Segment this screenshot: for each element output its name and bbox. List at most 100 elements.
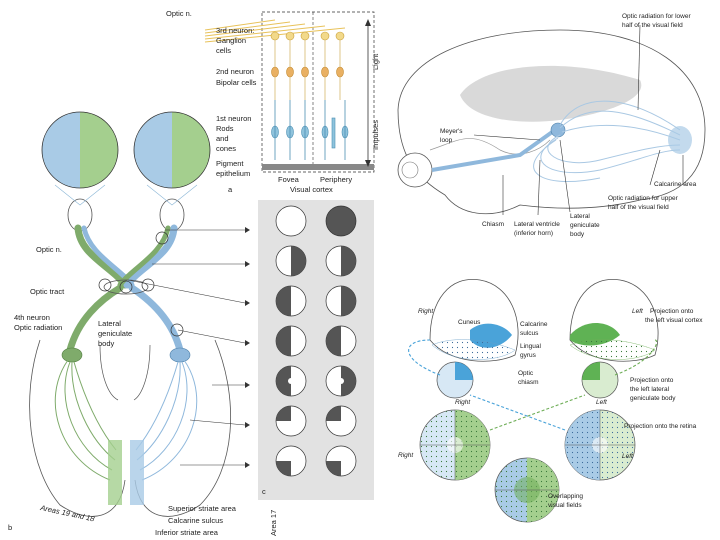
proj-lgb-label-2: the left lateral xyxy=(630,386,670,393)
right-optic-radiation xyxy=(135,359,198,481)
brain-outline xyxy=(397,29,706,215)
lateral-optic-nerve xyxy=(431,128,557,172)
overlap-label-2: visual fields xyxy=(548,502,582,509)
proj-lgb-label-1: Projection onto xyxy=(630,377,674,384)
right-area17 xyxy=(130,440,144,505)
proj-lgb-label-3: geniculate body xyxy=(630,395,676,402)
right-lgb xyxy=(169,347,191,363)
fields-left-label: Left xyxy=(632,308,644,315)
left-area17 xyxy=(108,440,122,505)
field-defect-circle xyxy=(325,205,357,237)
optic-nerves xyxy=(66,224,184,354)
and-label: and xyxy=(216,134,229,143)
epithelium-label: epithelium xyxy=(216,169,250,178)
optic-tract-label: Optic tract xyxy=(30,287,65,296)
lateral-radiations xyxy=(533,100,681,182)
panel-c-background xyxy=(258,200,374,500)
field-defect-shading xyxy=(341,246,356,276)
macular-sparing-dot xyxy=(288,378,294,384)
macular-sparing-dot xyxy=(338,378,344,384)
radiation-lower-label-1: Optic radiation for lower xyxy=(622,13,691,20)
field-defect-shading xyxy=(276,326,291,356)
lateral-calcarine-area xyxy=(668,126,692,154)
bipolar-cells xyxy=(271,66,344,78)
defect-grid xyxy=(275,205,357,477)
radiation-upper-label-1: Optic radiation for upper xyxy=(608,195,679,202)
cells-label: cells xyxy=(216,46,231,55)
pigment-epithelium-band xyxy=(262,164,374,170)
rods-label: Rods xyxy=(216,124,234,133)
overlap-field xyxy=(494,457,560,523)
calcarine-label-1: Calcarine xyxy=(520,321,548,328)
cuneus-label: Cuneus xyxy=(458,319,481,326)
left-optic-radiation xyxy=(54,359,117,481)
light-label: Light xyxy=(371,53,380,70)
cones-label: cones xyxy=(216,144,236,153)
brain-lgb-label-2: geniculate xyxy=(570,222,600,229)
fields-chiasm-label-2: chiasm xyxy=(518,379,539,386)
periphery-label: Periphery xyxy=(320,175,352,184)
overlap-label-1: Overlapping xyxy=(548,493,583,500)
meyers-loop-label-2: loop xyxy=(440,137,453,144)
lgb-label-1: Lateral xyxy=(98,319,121,328)
superior-striate-label: Superior striate area xyxy=(168,504,237,513)
occipital-outline xyxy=(29,339,232,517)
first-neuron-label: 1st neuron xyxy=(216,114,251,123)
retina-right-label: Right xyxy=(398,452,414,459)
panel-b-letter: b xyxy=(8,523,12,532)
optic-radiation-label: Optic radiation xyxy=(14,323,62,332)
lgb-label-2: geniculate xyxy=(98,329,132,338)
panel-b-optic-n-label: Optic n. xyxy=(36,245,62,254)
retina-frame xyxy=(261,11,375,173)
field-defect-shading xyxy=(341,366,356,396)
panel-a-letter: a xyxy=(228,185,233,194)
proj-retina-label: Projection onto the retina xyxy=(624,423,697,430)
radiation-upper-label-2: half of the visual field xyxy=(608,204,669,211)
left-eye-field xyxy=(41,111,119,189)
inferior-striate-label: Inferior striate area xyxy=(155,528,219,537)
field-defect-circle xyxy=(275,205,307,237)
field-defect-shading xyxy=(276,461,291,476)
radiation-lower-label-2: half of the visual field xyxy=(622,22,683,29)
lgb-left-label: Left xyxy=(596,399,608,406)
pointer-lines xyxy=(127,229,246,466)
visual-cortex-label: Visual cortex xyxy=(290,185,333,194)
panel-c-letter: c xyxy=(262,487,266,496)
meyers-loop-label-1: Meyer's xyxy=(440,128,463,135)
panel-a-optic-n-label: Optic n. xyxy=(166,9,192,18)
impulses-label: Impulses xyxy=(371,120,380,150)
lgb-right-label: Right xyxy=(455,399,471,406)
brain-chiasm-label: Chiasm xyxy=(482,221,504,228)
field-defect-shading xyxy=(326,461,341,476)
third-neuron-label: 3rd neuron: xyxy=(216,26,254,35)
ganglion-cells xyxy=(270,31,345,41)
field-defect-shading xyxy=(291,246,306,276)
field-defect-shading xyxy=(276,406,291,421)
field-defect-shading xyxy=(276,286,291,316)
fovea-label: Fovea xyxy=(278,175,300,184)
fourth-neuron-label: 4th neuron xyxy=(14,313,50,322)
right-retina-field xyxy=(419,409,491,481)
brain-lateral-view: Optic radiation for lower half of the vi… xyxy=(397,13,706,238)
lingual-label-1: Lingual xyxy=(520,343,542,350)
chiasm-outline xyxy=(103,279,149,295)
panel-c-field-defects: c xyxy=(258,200,374,500)
rods-and-cones xyxy=(271,117,349,149)
fields-right-label: Right xyxy=(418,308,434,315)
field-defect-shading xyxy=(341,286,356,316)
ganglion-label: Ganglion xyxy=(216,36,246,45)
proj-left-vc-label-1: Projection onto xyxy=(650,308,694,315)
field-projection-view: Right Left Cuneus Calcarine sulcus Lingu… xyxy=(398,278,703,523)
ventricle-shade xyxy=(460,65,642,122)
calcarine-area-label: Calcarine area xyxy=(654,181,697,188)
pigment-label: Pigment xyxy=(216,159,244,168)
area-17-label: Area 17 xyxy=(269,510,278,536)
fields-chiasm-label-1: Optic xyxy=(518,370,534,377)
second-neuron-label: 2nd neuron xyxy=(216,67,254,76)
brain-lgb-label-1: Lateral xyxy=(570,213,590,220)
left-lgb xyxy=(61,347,83,363)
lateral-ventricle-label-1: Lateral ventricle xyxy=(514,221,560,228)
brain-lgb-label-3: body xyxy=(570,231,585,238)
field-defect-shading xyxy=(326,406,341,421)
